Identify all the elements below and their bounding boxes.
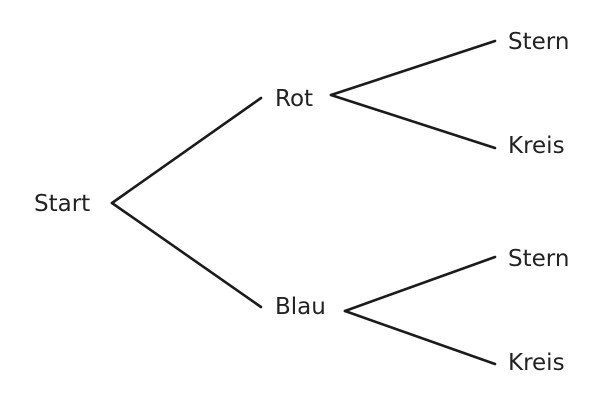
node-start-label: Start <box>34 191 90 217</box>
edge-blau-kreis <box>343 309 497 366</box>
edge-start-blau <box>110 201 263 309</box>
node-rot-stern-label: Stern <box>508 29 569 55</box>
node-rot-label: Rot <box>275 86 313 112</box>
node-rot-kreis-label: Kreis <box>508 133 565 159</box>
node-blau-stern-label: Stern <box>508 246 569 272</box>
edge-rot-kreis <box>329 93 497 150</box>
node-blau-kreis-label: Kreis <box>508 350 565 376</box>
edge-blau-stern <box>343 255 497 313</box>
edge-rot-stern <box>329 39 497 97</box>
edge-start-rot <box>110 96 263 205</box>
node-blau-label: Blau <box>275 294 326 320</box>
